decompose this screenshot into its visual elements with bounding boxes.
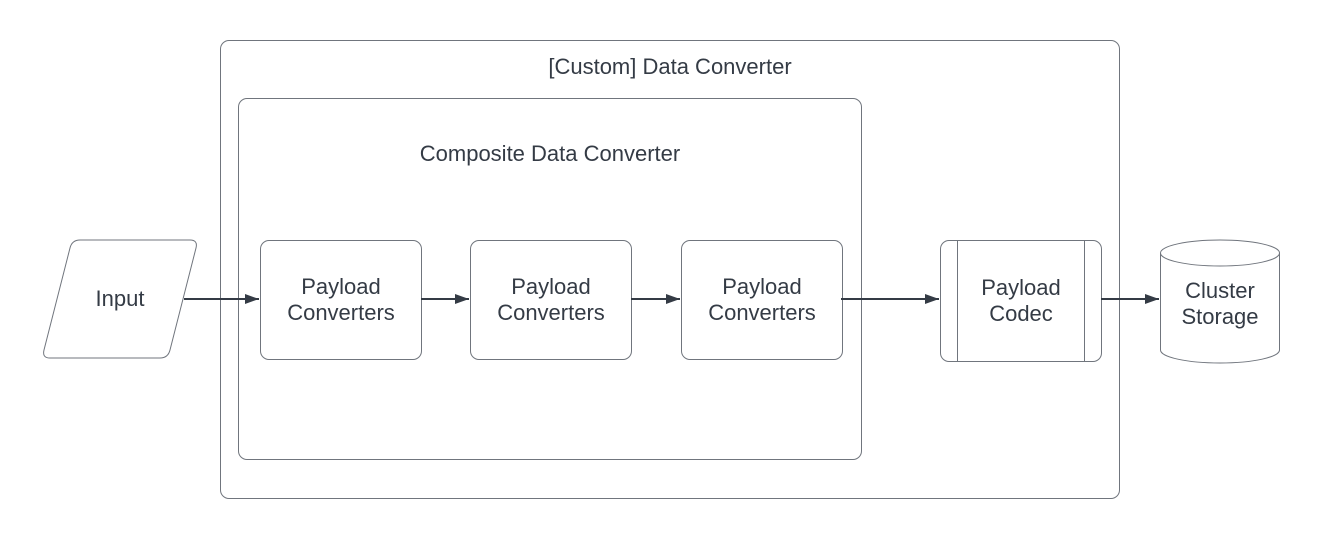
codec-left-divider [957,241,958,361]
composite-data-converter-container: Composite Data Converter [238,98,862,460]
cluster-storage-cylinder-body [1160,253,1280,364]
input-parallelogram-shape [43,239,197,359]
custom-data-converter-label: [Custom] Data Converter [548,54,792,79]
node-payload-converters-3-label: Payload Converters [708,274,816,325]
node-payload-converters-1-label: Payload Converters [287,274,395,325]
node-input-label: Input [95,286,145,311]
composite-data-converter-label: Composite Data Converter [419,141,681,166]
cluster-storage-cylinder-top [1160,239,1280,267]
node-payload-converters-2: Payload Converters [470,240,632,360]
node-payload-converters-1: Payload Converters [260,240,422,360]
node-payload-codec: Payload Codec [940,240,1102,362]
node-payload-converters-3: Payload Converters [681,240,843,360]
node-input: Input [42,240,198,358]
node-payload-converters-2-label: Payload Converters [497,274,605,325]
node-cluster-storage-label: Cluster Storage [1181,278,1259,329]
custom-data-converter-container: [Custom] Data Converter [220,40,1120,499]
node-cluster-storage: Cluster Storage [1160,250,1280,358]
codec-right-divider [1084,241,1085,361]
node-payload-codec-label: Payload Codec [981,275,1061,326]
